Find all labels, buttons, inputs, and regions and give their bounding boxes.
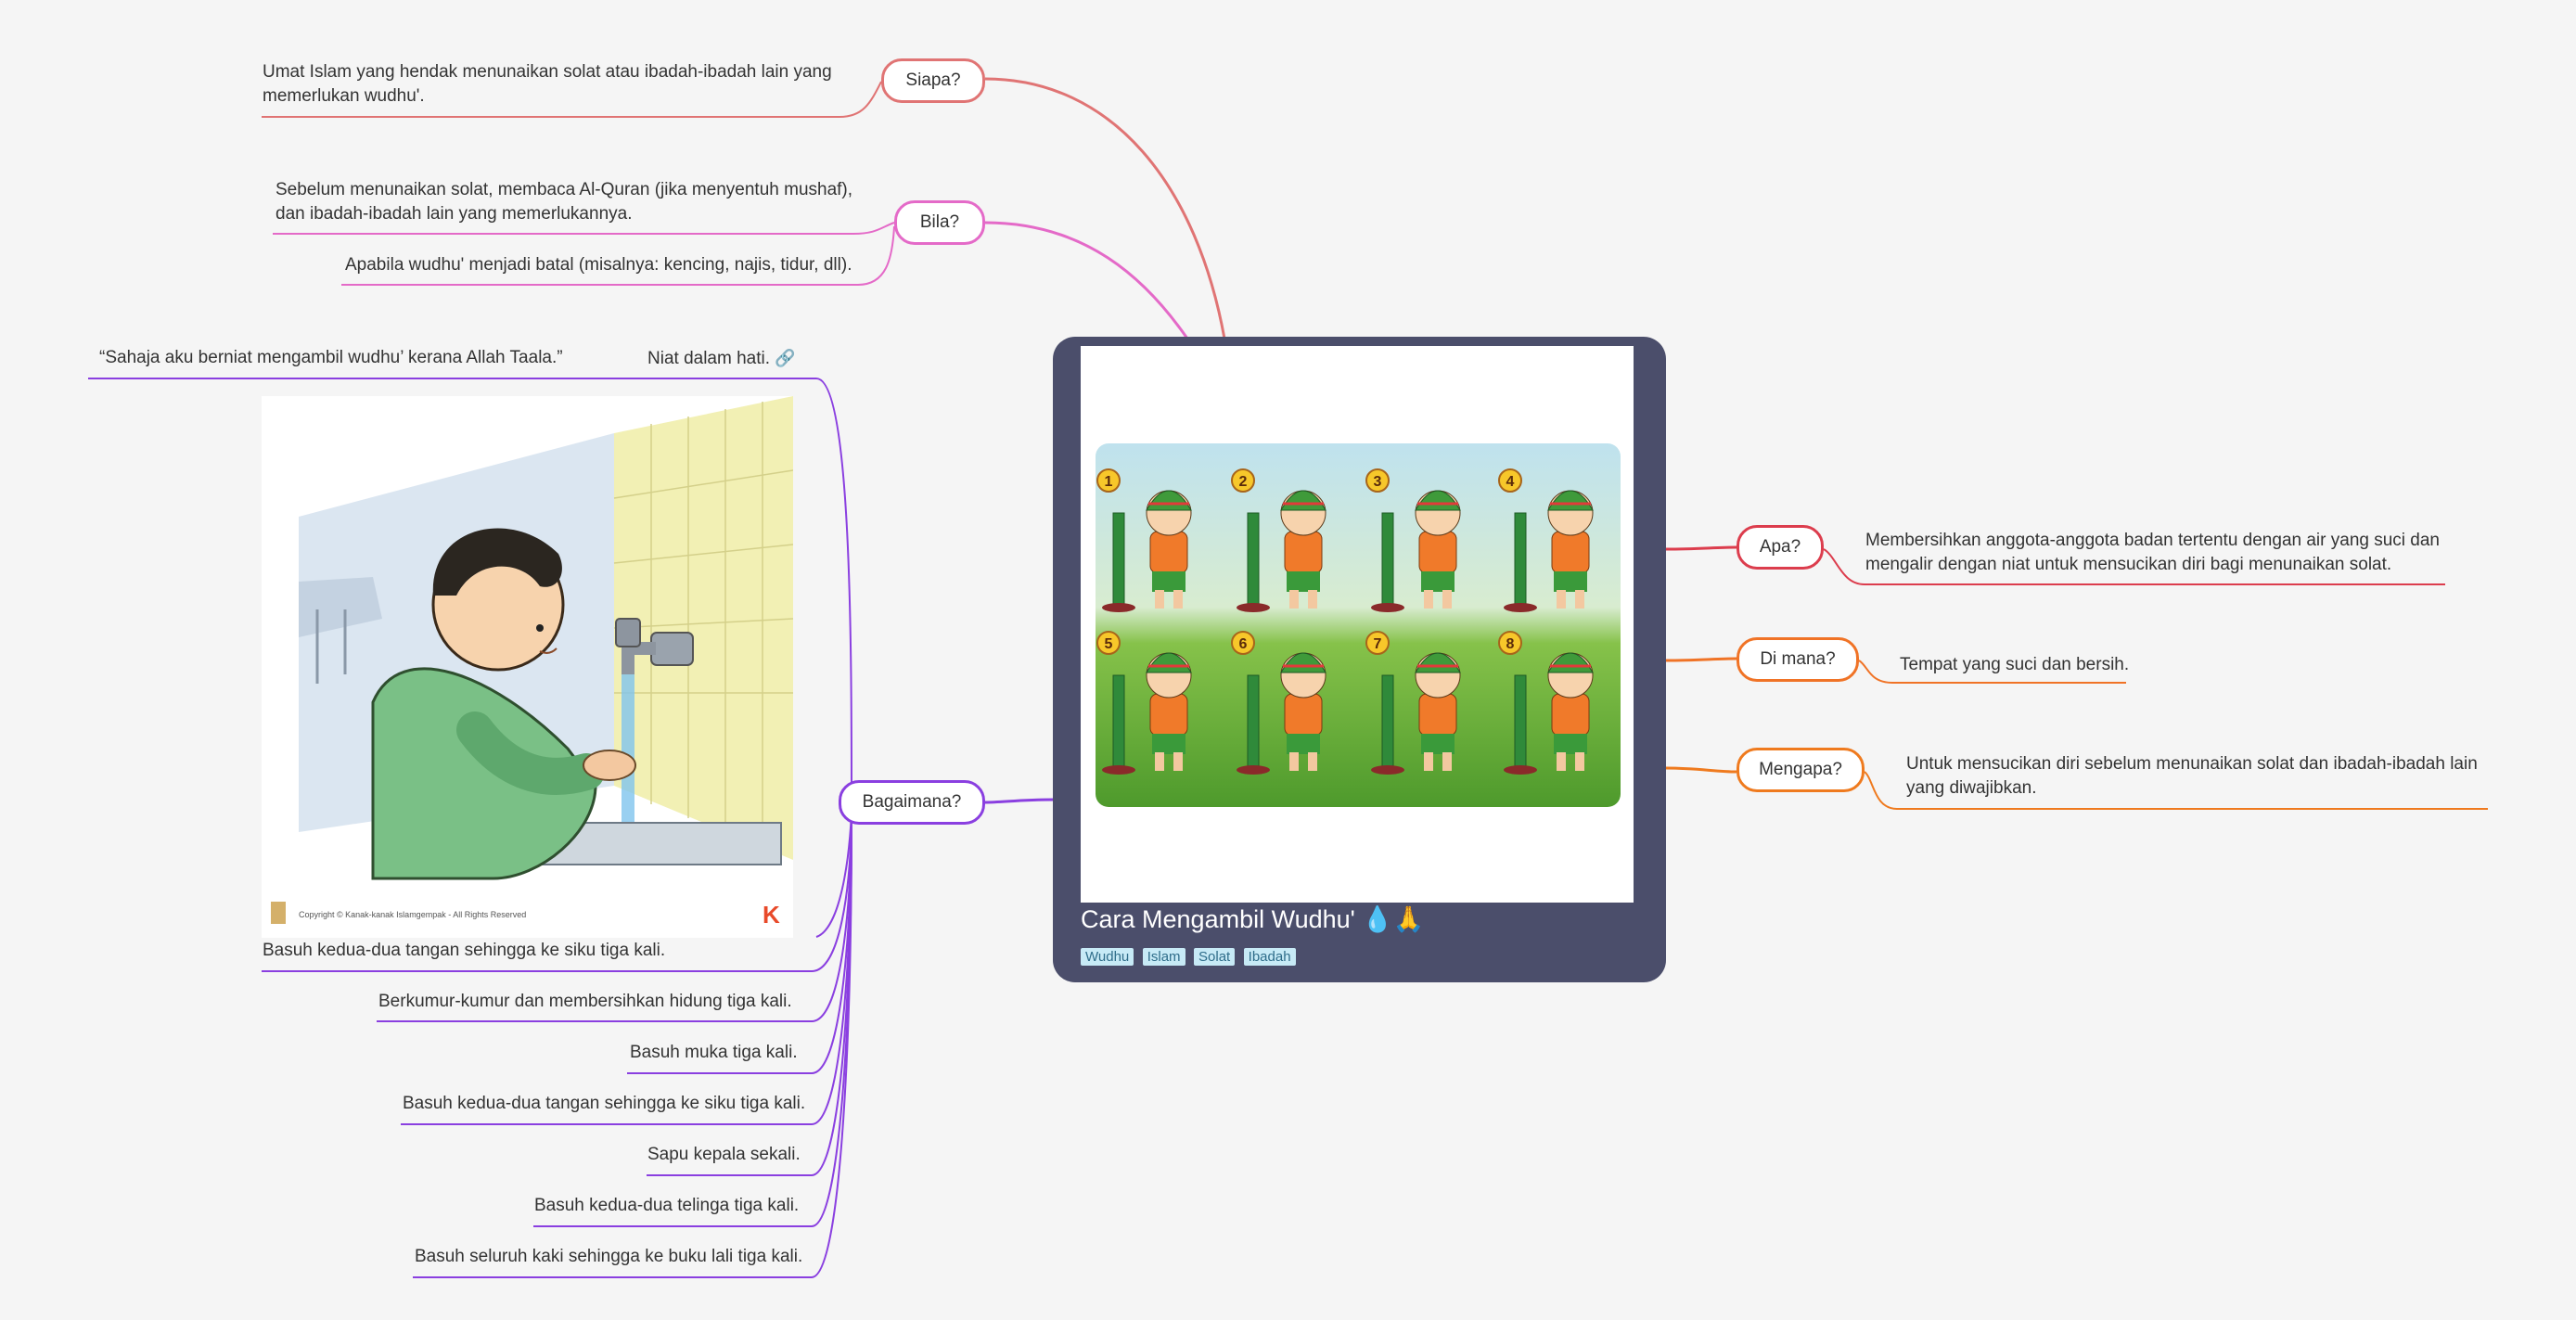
svg-text:K: K bbox=[763, 901, 780, 929]
boy-washing-hands-illustration: Copyright © Kanak-kanak Islamgempak - Al… bbox=[262, 396, 793, 938]
bila-item-2[interactable]: Apabila wudhu' menjadi batal (misalnya: … bbox=[345, 255, 852, 275]
topic-siapa-label: Siapa? bbox=[905, 70, 961, 90]
step-number-4: 4 bbox=[1506, 474, 1515, 490]
topic-di-mana[interactable]: Di mana? bbox=[1737, 637, 1859, 682]
step-number-1: 1 bbox=[1105, 474, 1113, 490]
wudhu-steps-illustration: 1 2 3 4 5 6 7 8 bbox=[1081, 346, 1634, 903]
central-title: Cara Mengambil Wudhu' 💧🙏 bbox=[1081, 905, 1425, 933]
connector-dimana bbox=[1665, 657, 1737, 662]
wudhu-step-7: 7 bbox=[1365, 631, 1461, 775]
tag-ibadah[interactable]: Ibadah bbox=[1243, 948, 1296, 966]
step-6[interactable]: Basuh kedua-dua telinga tiga kali. bbox=[534, 1196, 800, 1215]
wudhu-step-1: 1 bbox=[1096, 468, 1192, 612]
central-topic[interactable]: 1 2 3 4 5 6 7 8 Cara Mengambil Wudhu' 💧🙏 Wudhu … bbox=[1053, 337, 1666, 982]
connector-siapa bbox=[984, 77, 1226, 340]
topic-bagaimana[interactable]: Bagaimana? bbox=[839, 780, 985, 825]
niat-label[interactable]: Niat dalam hati. 🔗 bbox=[647, 346, 796, 371]
connector-dimana-text bbox=[1858, 660, 2126, 684]
connector-apa-text bbox=[1823, 548, 2445, 585]
connector-step-7 bbox=[413, 815, 852, 1278]
topic-apa[interactable]: Apa? bbox=[1737, 525, 1824, 570]
mengapa-text-line2: yang diwajibkan. bbox=[1906, 778, 2037, 798]
step-3[interactable]: Basuh muka tiga kali. bbox=[630, 1043, 798, 1062]
step-number-2: 2 bbox=[1239, 474, 1248, 490]
connector-mengapa-text bbox=[1864, 771, 2488, 810]
step-4[interactable]: Basuh kedua-dua tangan sehingga ke siku … bbox=[403, 1094, 806, 1113]
topic-siapa[interactable]: Siapa? bbox=[881, 58, 985, 103]
niat-quote[interactable]: “Sahaja aku berniat mengambil wudhu’ ker… bbox=[99, 348, 563, 367]
link-icon[interactable]: 🔗 bbox=[775, 349, 796, 367]
wudhu-step-3: 3 bbox=[1365, 468, 1461, 612]
niat-label-text: Niat dalam hati. bbox=[647, 349, 771, 368]
wudhu-step-8: 8 bbox=[1498, 631, 1594, 775]
mengapa-text-line1: Untuk mensucikan diri sebelum menunaikan… bbox=[1906, 754, 2478, 774]
wudhu-step-2: 2 bbox=[1231, 468, 1326, 612]
step-number-6: 6 bbox=[1239, 636, 1248, 652]
step-5[interactable]: Sapu kepala sekali. bbox=[647, 1145, 801, 1164]
connector-siapa-text bbox=[262, 81, 882, 118]
tag-list: Wudhu Islam Solat Ibadah bbox=[1081, 948, 1301, 966]
wudhu-step-6: 6 bbox=[1231, 631, 1326, 775]
tag-islam[interactable]: Islam bbox=[1142, 948, 1185, 966]
topic-di-mana-label: Di mana? bbox=[1760, 649, 1836, 669]
topic-bagaimana-label: Bagaimana? bbox=[862, 792, 962, 812]
connector-bila bbox=[984, 221, 1189, 340]
step-number-7: 7 bbox=[1374, 636, 1382, 652]
topic-mengapa[interactable]: Mengapa? bbox=[1737, 748, 1865, 792]
connector-apa bbox=[1665, 545, 1737, 551]
siapa-text-line1: Umat Islam yang hendak menunaikan solat … bbox=[263, 62, 832, 82]
apa-text[interactable]: Membersihkan anggota-anggota badan terte… bbox=[1865, 529, 2440, 577]
connector-mengapa bbox=[1665, 766, 1737, 774]
tag-solat[interactable]: Solat bbox=[1194, 948, 1236, 966]
bila-item-1[interactable]: Sebelum menunaikan solat, membaca Al-Qur… bbox=[276, 178, 852, 226]
connector-niat bbox=[88, 378, 852, 803]
connector-bila-text2 bbox=[341, 225, 895, 286]
wudhu-step-5: 5 bbox=[1096, 631, 1192, 775]
connector-bagaimana bbox=[984, 798, 1055, 804]
topic-bila[interactable]: Bila? bbox=[894, 200, 985, 245]
siapa-text[interactable]: Umat Islam yang hendak menunaikan solat … bbox=[263, 60, 832, 109]
wudhu-step-4: 4 bbox=[1498, 468, 1594, 612]
illustration-caption: Copyright © Kanak-kanak Islamgempak - Al… bbox=[299, 910, 526, 919]
wudhu-step-figures: 1 2 3 4 5 6 7 8 bbox=[1096, 468, 1594, 775]
bila-item-1-line1: Sebelum menunaikan solat, membaca Al-Qur… bbox=[276, 180, 853, 199]
di-mana-text[interactable]: Tempat yang suci dan bersih. bbox=[1900, 655, 2130, 674]
step-number-8: 8 bbox=[1506, 636, 1515, 652]
step-number-5: 5 bbox=[1105, 636, 1113, 652]
tag-wudhu[interactable]: Wudhu bbox=[1081, 948, 1134, 966]
mengapa-text[interactable]: Untuk mensucikan diri sebelum menunaikan… bbox=[1906, 752, 2478, 801]
step-number-3: 3 bbox=[1374, 474, 1382, 490]
apa-text-line2: mengalir dengan niat untuk mensucikan di… bbox=[1865, 555, 2392, 574]
topic-apa-label: Apa? bbox=[1759, 537, 1801, 557]
connector-bila-text1 bbox=[273, 222, 895, 235]
step-1[interactable]: Basuh kedua-dua tangan sehingga ke siku … bbox=[263, 941, 666, 960]
step-2[interactable]: Berkumur-kumur dan membersihkan hidung t… bbox=[378, 992, 792, 1011]
topic-bila-label: Bila? bbox=[919, 212, 960, 232]
topic-mengapa-label: Mengapa? bbox=[1759, 760, 1842, 779]
bila-item-1-line2: dan ibadah-ibadah lain yang memerlukanny… bbox=[276, 204, 633, 224]
step-7[interactable]: Basuh seluruh kaki sehingga ke buku lali… bbox=[415, 1247, 803, 1266]
apa-text-line1: Membersihkan anggota-anggota badan terte… bbox=[1865, 531, 2440, 550]
siapa-text-line2: memerlukan wudhu'. bbox=[263, 86, 425, 106]
